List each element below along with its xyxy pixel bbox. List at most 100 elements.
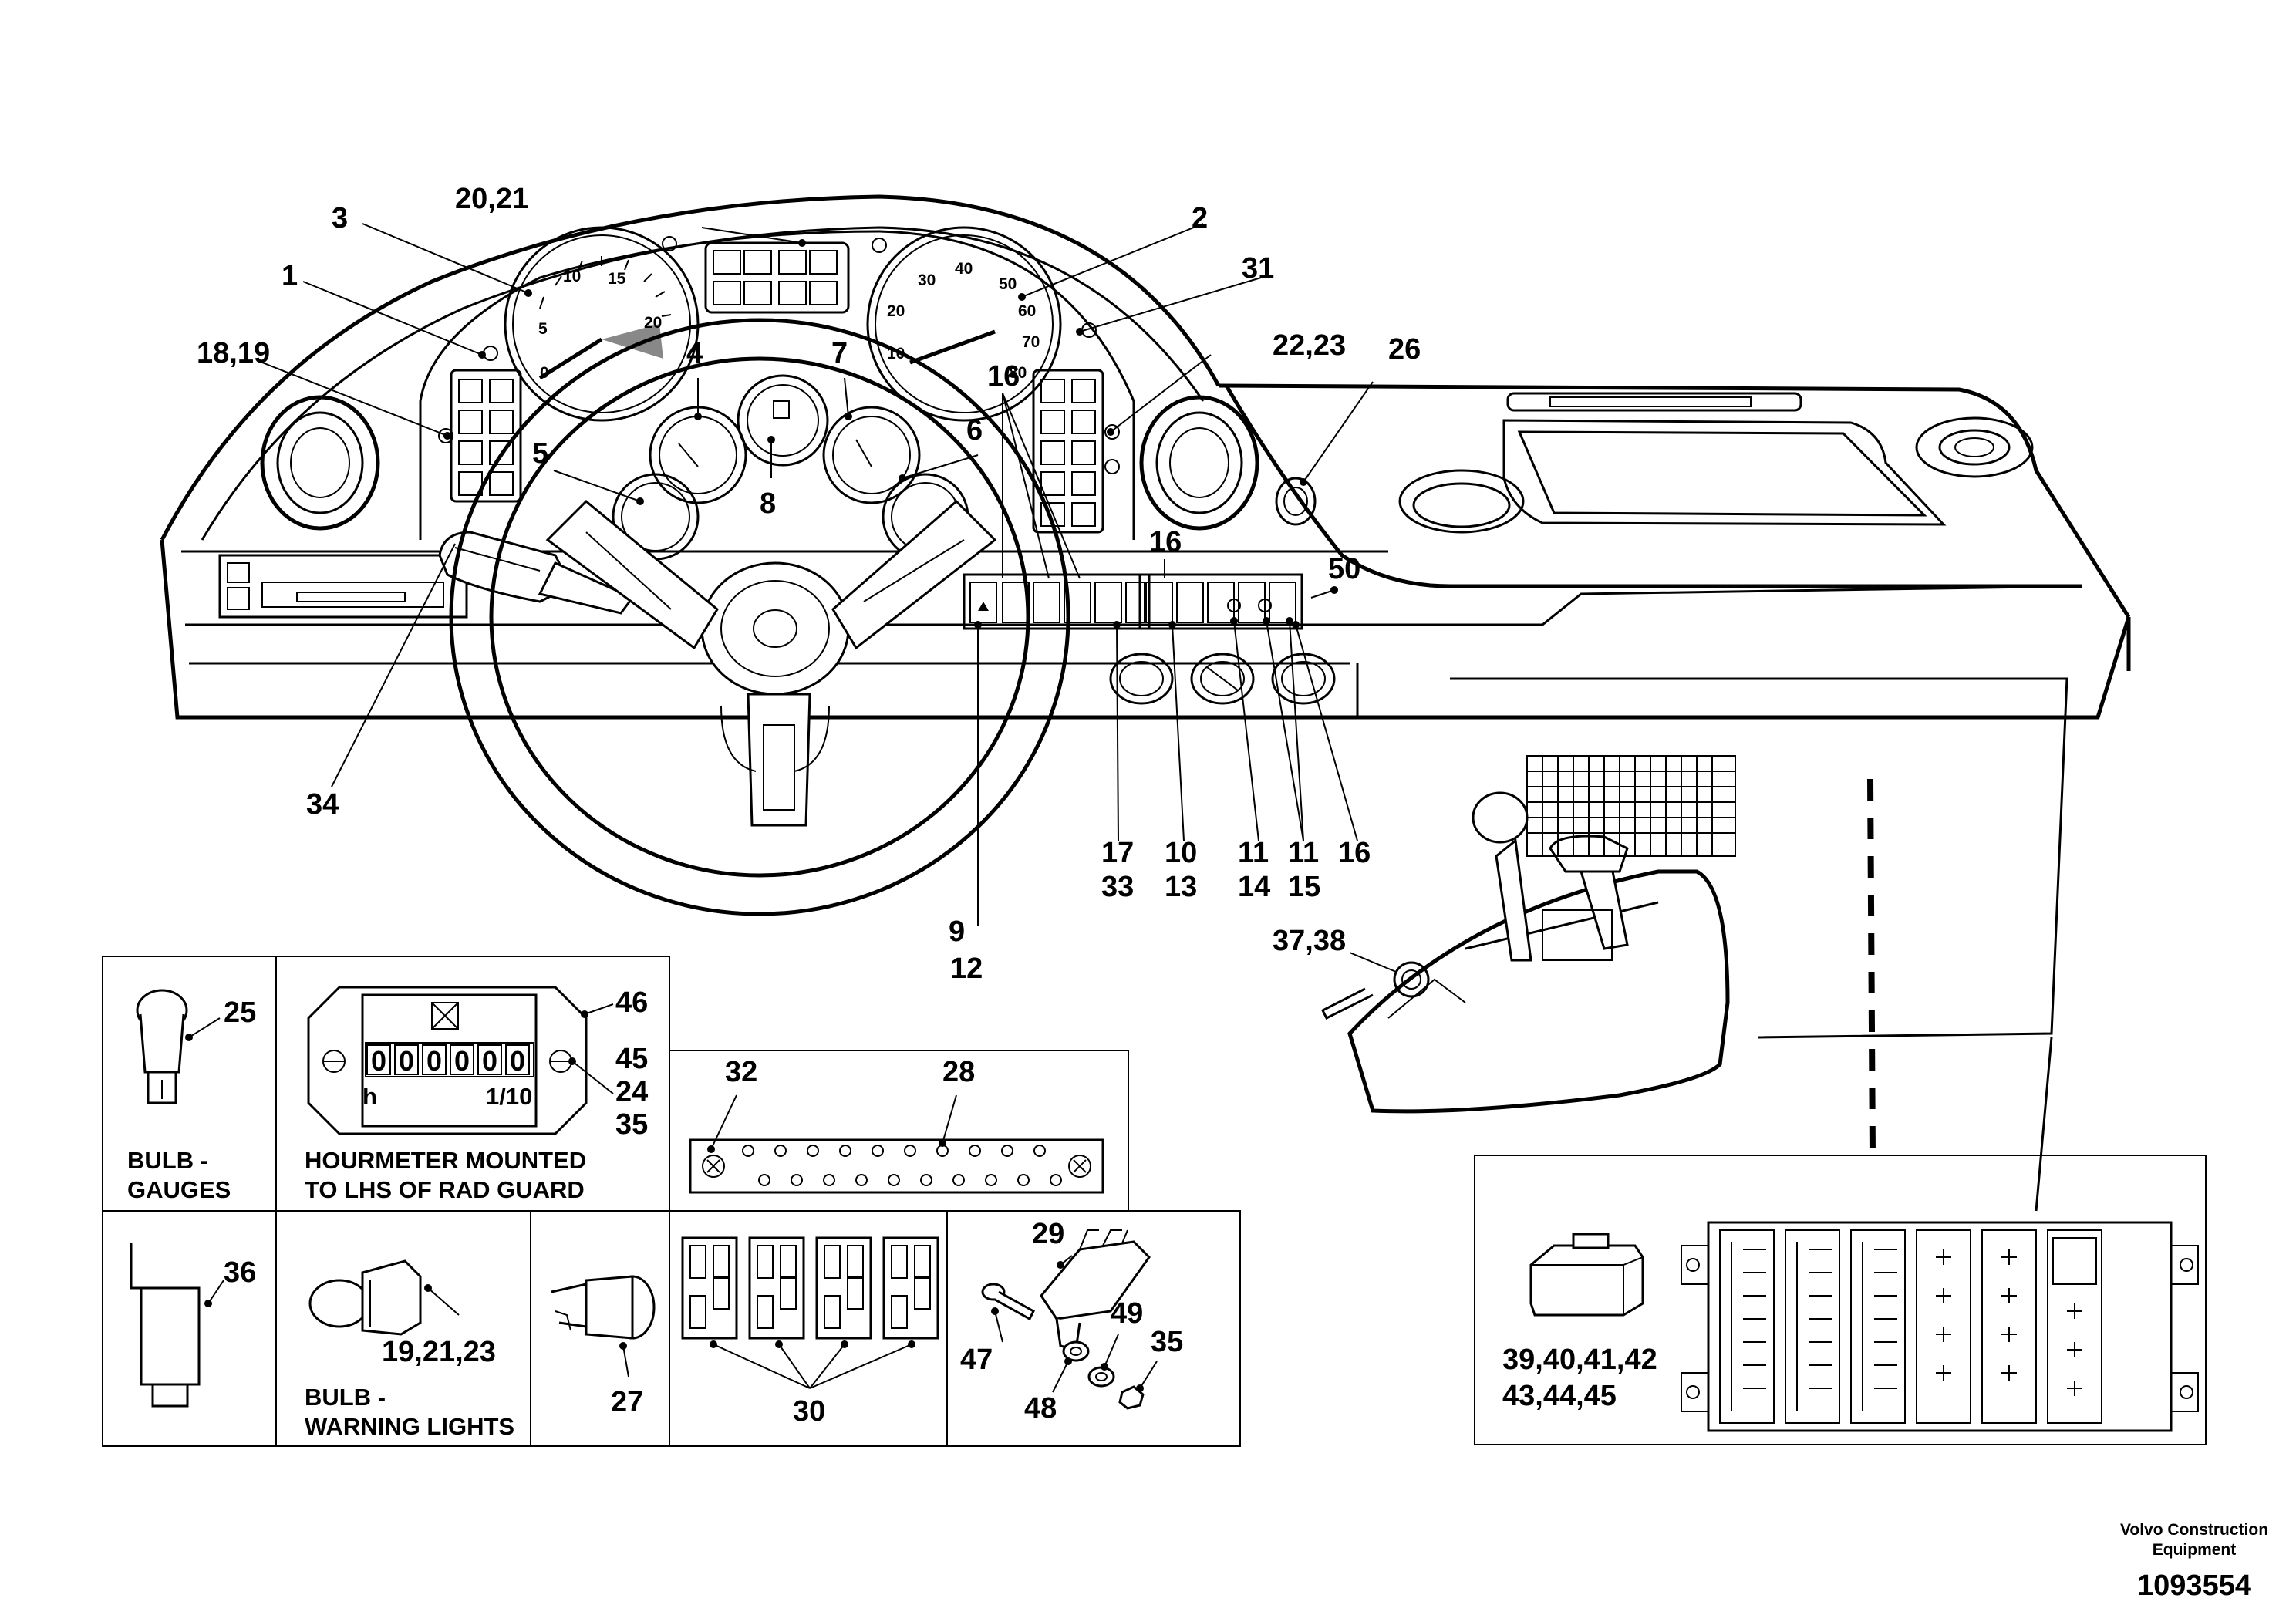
callout-20-21: 20,21 [455,183,528,215]
callout-45: 45 [615,1043,648,1075]
tacho-tick: 15 [608,270,626,288]
warning-lamp-panel-left [450,369,522,503]
callout-43-45: 43,44,45 [1502,1380,1617,1412]
callout-2: 2 [1192,202,1208,234]
callout-35: 35 [1151,1326,1183,1358]
inset-switch-housings: 30 [681,1236,939,1428]
hourmeter-digit: 0 [510,1045,525,1077]
leader-lines [261,223,1397,973]
hourmeter-digit: 0 [426,1045,442,1077]
inset-terminal-strip: 32 28 [689,1056,1104,1194]
callout-7: 7 [831,337,848,369]
callout-27: 27 [611,1386,643,1418]
tacho-tick: 10 [563,268,581,285]
callout-31: 31 [1242,252,1274,285]
caption-hourmeter-2: TO LHS OF RAD GUARD [305,1176,585,1203]
callout-16: 16 [987,360,1020,393]
hourmeter-digit: 0 [399,1045,414,1077]
callout-4: 4 [686,337,703,369]
callout-17: 17 [1101,837,1134,869]
steering-wheel [449,318,1070,916]
callout-37-38: 37,38 [1273,925,1346,957]
inset-bulb-warning: 19,21,23 BULB - WARNING LIGHTS [305,1259,514,1440]
callout-39-42: 39,40,41,42 [1502,1344,1657,1376]
main-callouts: 1 2 3 4 5 6 7 8 9 12 10 13 11 14 11 15 1… [197,183,1421,985]
drawing-number: 1093554 [2137,1570,2251,1602]
callout-10: 10 [1165,837,1197,869]
instrument-cluster: 5 10 15 20 0 10 20 30 40 50 60 70 80 [438,226,1120,561]
tacho-tick: 20 [644,314,662,332]
hourmeter-unit: h [362,1083,377,1110]
tacho-tick: 0 [540,364,549,382]
callout-30: 30 [793,1395,825,1428]
speedo-tick: 70 [1022,333,1040,351]
caption-bulb-warning-2: WARNING LIGHTS [305,1413,514,1440]
inset-frames [102,956,2207,1447]
caption-bulb-gauges-2: GAUGES [127,1176,231,1203]
callout-25: 25 [224,996,256,1029]
callout-16: 16 [1338,837,1371,869]
speedo-tick: 80 [1009,364,1027,382]
speedo-tick: 20 [887,302,905,320]
callout-16: 16 [1149,526,1182,558]
callout-11: 11 [1288,837,1319,869]
speedometer: 10 20 30 40 50 60 70 80 [866,226,1062,422]
callout-28: 28 [942,1056,975,1088]
speedo-tick: 30 [918,271,936,289]
speedo-tick: 40 [955,260,973,278]
leader-dots [443,239,1338,629]
stalk-lever [438,531,635,615]
callout-12: 12 [950,953,983,985]
callout-19-21-23: 19,21,23 [382,1336,496,1368]
dashboard-body [160,194,2131,1212]
rotary-knobs [1109,653,1336,705]
callout-3: 3 [332,202,348,234]
warning-lamp-panel-right [1032,369,1104,534]
caption-hourmeter-1: HOURMETER MOUNTED [305,1147,586,1174]
hourmeter-digit: 0 [482,1045,497,1077]
callout-6: 6 [966,414,983,447]
inset-connector: 27 [551,1275,656,1418]
callout-50: 50 [1328,553,1360,585]
callout-13: 13 [1165,871,1197,903]
hourmeter-scale: 1/10 [486,1083,532,1110]
inset-bulb-gauges: 25 BULB - GAUGES [127,989,256,1203]
inset-switch-bracket: 29 47 49 35 48 [960,1218,1183,1425]
hourmeter-digit-cell [366,1044,391,1075]
switch-bank-right [1138,573,1303,630]
hourmeter-digit: 0 [454,1045,470,1077]
callout-36: 36 [224,1256,256,1289]
callout-33: 33 [1101,871,1134,903]
callout-8: 8 [760,487,776,520]
tachometer: 5 10 15 20 0 [504,226,700,422]
speedo-tick: 50 [999,275,1017,293]
caption-bulb-gauges-1: BULB - [127,1147,208,1174]
gear-console [1320,755,1736,1114]
callout-46: 46 [615,986,648,1019]
callout-32: 32 [725,1056,757,1088]
tacho-tick: 5 [538,320,548,338]
callout-35: 35 [615,1108,648,1141]
switch-bank-left [963,573,1151,630]
callout-5: 5 [532,437,548,470]
callout-49: 49 [1111,1297,1143,1330]
callout-14: 14 [1238,871,1270,903]
inset-hourmeter: 0 0 0 0 0 0 h 1/10 46 45 24 35 HOURMETER… [305,986,648,1203]
callout-18-19: 18,19 [197,337,270,369]
caption-bulb-warning-1: BULB - [305,1384,386,1411]
company-name-line2: Equipment [2153,1541,2237,1559]
callout-48: 48 [1024,1392,1057,1425]
dome-knob [1275,477,1317,526]
callout-24: 24 [615,1076,648,1108]
speedo-tick: 60 [1018,302,1036,320]
warning-lamp-panel-top [704,241,850,314]
company-name: Volvo Construction [2120,1521,2268,1539]
dashed-leader [1867,778,1876,1158]
callout-22-23: 22,23 [1273,329,1346,362]
callout-47: 47 [960,1344,993,1376]
inset-relay: 36 [130,1243,256,1408]
callout-15: 15 [1288,871,1320,903]
callout-26: 26 [1388,333,1421,366]
hourmeter-digit: 0 [371,1045,386,1077]
callout-29: 29 [1032,1218,1064,1250]
